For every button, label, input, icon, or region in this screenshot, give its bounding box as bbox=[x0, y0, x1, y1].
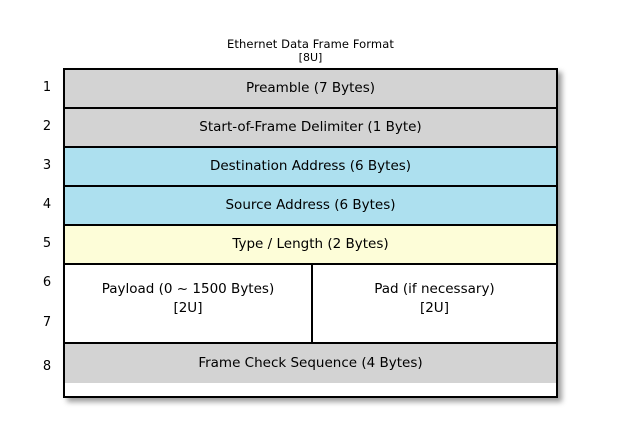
frame-field-label: Destination Address (6 Bytes) bbox=[209, 158, 412, 175]
frame-field-label: Type / Length (2 Bytes) bbox=[232, 236, 389, 253]
frame-field-pad: Pad (if necessary) [2U] bbox=[313, 265, 556, 342]
frame-field-pad-text: Pad (if necessary) [2U] bbox=[374, 280, 494, 316]
row-number-3: 3 bbox=[42, 158, 52, 173]
row-number-gutter: 1 2 3 4 5 6 7 8 bbox=[36, 68, 58, 398]
frame-field-payload-pad-row: Payload (0 ~ 1500 Bytes) [2U] Pad (if ne… bbox=[65, 265, 556, 344]
frame-field-start-of-frame-delimiter: Start-of-Frame Delimiter (1 Byte) bbox=[65, 109, 556, 148]
diagram-title-block: Ethernet Data Frame Format [8U] bbox=[63, 37, 558, 65]
row-number-6: 6 bbox=[42, 275, 52, 290]
frame-field-type-length: Type / Length (2 Bytes) bbox=[65, 226, 556, 265]
frame-field-payload-text: Payload (0 ~ 1500 Bytes) [2U] bbox=[102, 280, 275, 316]
frame-field-label: Source Address (6 Bytes) bbox=[225, 197, 396, 214]
frame-field-payload: Payload (0 ~ 1500 Bytes) [2U] bbox=[65, 265, 313, 342]
frame-field-label: Start-of-Frame Delimiter (1 Byte) bbox=[199, 119, 422, 136]
frame-field-destination-address: Destination Address (6 Bytes) bbox=[65, 148, 556, 187]
row-number-2: 2 bbox=[42, 119, 52, 134]
frame-field-frame-check-sequence: Frame Check Sequence (4 Bytes) bbox=[65, 344, 556, 383]
frame-field-label: Preamble (7 Bytes) bbox=[245, 80, 376, 97]
row-number-7: 7 bbox=[42, 315, 52, 330]
frame-field-sublabel: [2U] bbox=[419, 299, 449, 316]
page-subtitle: [8U] bbox=[298, 50, 323, 64]
frame-field-sublabel: [2U] bbox=[173, 299, 203, 316]
page-title: Ethernet Data Frame Format bbox=[227, 37, 394, 51]
row-number-4: 4 bbox=[42, 197, 52, 212]
frame-field-source-address: Source Address (6 Bytes) bbox=[65, 187, 556, 226]
ethernet-frame-table: Preamble (7 Bytes) Start-of-Frame Delimi… bbox=[63, 68, 558, 398]
row-number-1: 1 bbox=[42, 80, 52, 95]
frame-field-label: Frame Check Sequence (4 Bytes) bbox=[198, 355, 423, 372]
row-number-5: 5 bbox=[42, 236, 52, 251]
frame-field-label: Payload (0 ~ 1500 Bytes) bbox=[101, 281, 275, 298]
row-number-8: 8 bbox=[42, 359, 52, 374]
frame-field-preamble: Preamble (7 Bytes) bbox=[65, 70, 556, 109]
frame-field-label: Pad (if necessary) bbox=[374, 281, 495, 298]
